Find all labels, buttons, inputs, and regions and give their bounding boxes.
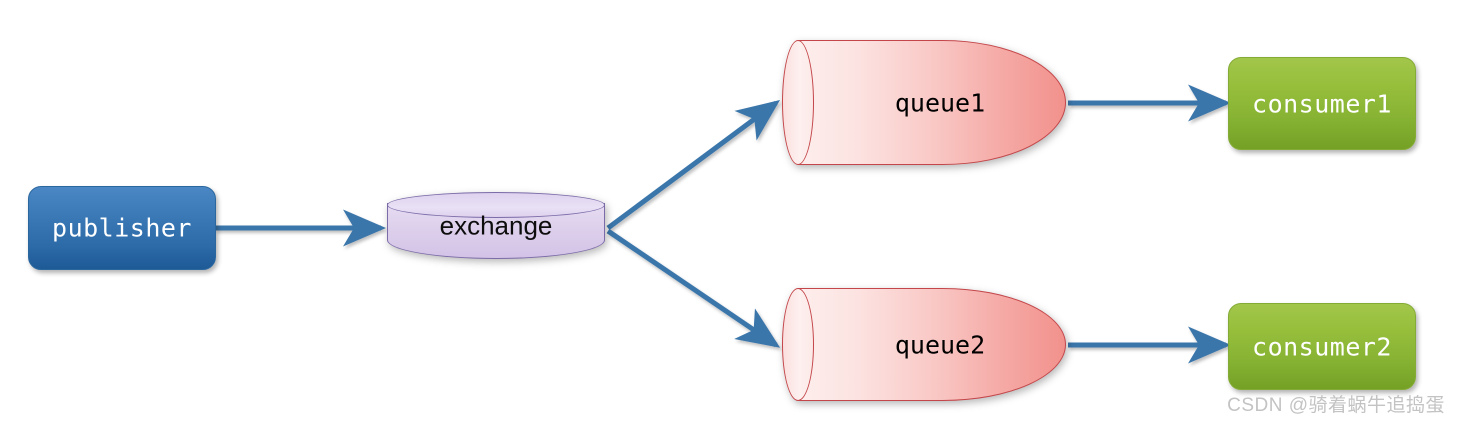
- node-consumer2[interactable]: consumer2: [1228, 303, 1416, 390]
- edge-exchange-to-queue2: [606, 228, 781, 348]
- csdn-watermark: CSDN @骑着蜗牛追捣蛋: [1227, 395, 1445, 416]
- node-publisher[interactable]: publisher: [28, 186, 216, 270]
- node-queue2[interactable]: queue2: [782, 288, 1066, 401]
- node-exchange[interactable]: exchange: [387, 192, 605, 259]
- node-publisher-label: publisher: [52, 213, 192, 243]
- node-queue1[interactable]: queue1: [782, 40, 1066, 165]
- node-consumer2-label: consumer2: [1252, 332, 1392, 361]
- node-consumer1[interactable]: consumer1: [1228, 57, 1416, 150]
- exchange-cylinder-top-ellipse: [387, 192, 605, 218]
- queue1-cylinder-left-ellipse: [782, 40, 814, 165]
- queue2-cylinder-left-ellipse: [782, 288, 814, 401]
- node-consumer1-label: consumer1: [1252, 89, 1392, 118]
- queue2-cylinder-body: [798, 288, 1066, 401]
- queue1-cylinder-body: [798, 40, 1066, 165]
- edge-exchange-to-queue1: [606, 100, 781, 231]
